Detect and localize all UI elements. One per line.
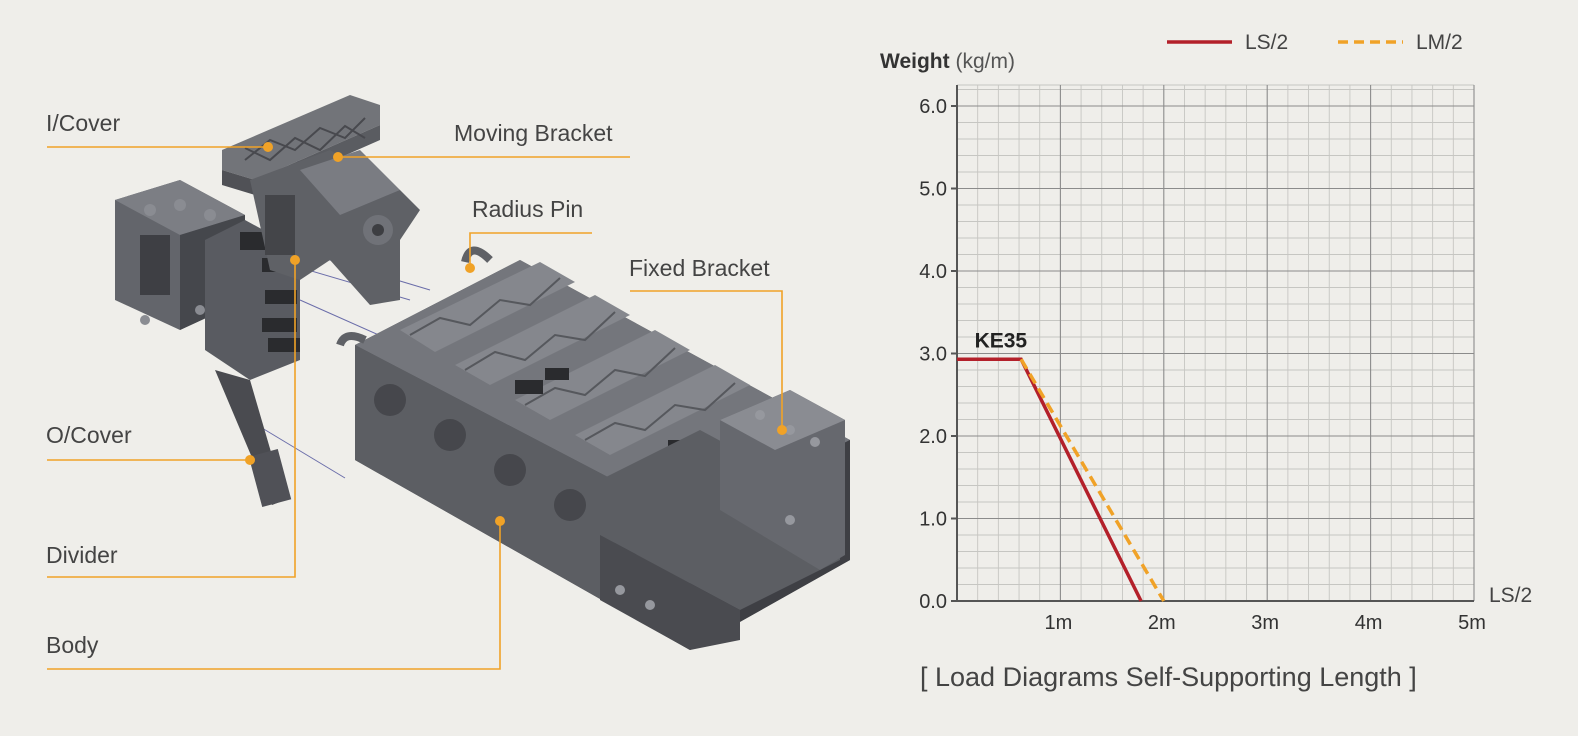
y-tick-label: 2.0 [919,426,947,448]
dot-body [495,516,505,526]
chart-title: [ Load Diagrams Self-Supporting Length ] [920,662,1417,692]
axes [951,85,1474,602]
series-lines [957,357,1166,602]
drag-chain-illustration [115,95,850,650]
dot-i-cover [263,142,273,152]
leader-divider [47,260,296,578]
leader-body [47,521,501,670]
dot-moving-bracket [333,152,343,162]
callout-leaders [47,146,783,670]
y-axis-title-bold: Weight [880,50,950,73]
y-tick-labels: 0.0 1.0 2.0 3.0 4.0 5.0 6.0 [919,96,947,613]
label-i-cover: I/Cover [46,110,121,136]
x-axis-label: LS/2 [1489,584,1532,607]
y-tick-label: 6.0 [919,96,947,118]
label-body: Body [46,632,99,658]
label-radius-pin: Radius Pin [472,196,584,222]
callout-dots [245,142,787,526]
y-tick-label: 1.0 [919,509,947,531]
dot-o-cover [245,455,255,465]
chart-annotation-ke35: KE35 [975,329,1028,352]
label-divider: Divider [46,542,118,568]
dot-divider [290,255,300,265]
x-tick-labels: 1m 2m 3m 4m 5m [1045,612,1486,634]
y-axis-title-unit: (kg/m) [955,50,1015,73]
moving-bracket-part [222,95,420,305]
x-tick-label: 2m [1148,612,1176,634]
dot-radius-pin [465,263,475,273]
left-end-bracket [115,180,300,507]
label-moving-bracket: Moving Bracket [454,120,613,146]
label-o-cover: O/Cover [46,422,132,448]
load-diagram-chart: 0.0 1.0 2.0 3.0 4.0 5.0 6.0 1m 2m 3m 4m 5m KE35 LS… [919,31,1532,634]
leader-radius-pin [469,232,592,268]
grid-major [957,85,1475,601]
grid-minor [957,84,1474,601]
x-tick-label: 3m [1251,612,1279,634]
y-tick-label: 4.0 [919,261,947,283]
plot-area [957,85,1474,601]
y-tick-label: 0.0 [919,591,947,613]
fixed-bracket-part [600,390,845,650]
label-fixed-bracket: Fixed Bracket [629,255,770,281]
legend-label-lm2: LM/2 [1416,31,1463,54]
x-tick-label: 5m [1458,612,1486,634]
dot-fixed-bracket [777,425,787,435]
chart-legend: LS/2 LM/2 [1167,31,1463,54]
y-tick-label: 5.0 [919,179,947,201]
legend-label-ls2: LS/2 [1245,31,1288,54]
x-tick-label: 1m [1045,612,1073,634]
y-tick-label: 3.0 [919,344,947,366]
y-axis-title: Weight (kg/m) [880,50,1015,74]
leader-fixed-bracket [630,290,783,430]
series-line-lm2 [1019,358,1166,602]
x-tick-label: 4m [1355,612,1383,634]
